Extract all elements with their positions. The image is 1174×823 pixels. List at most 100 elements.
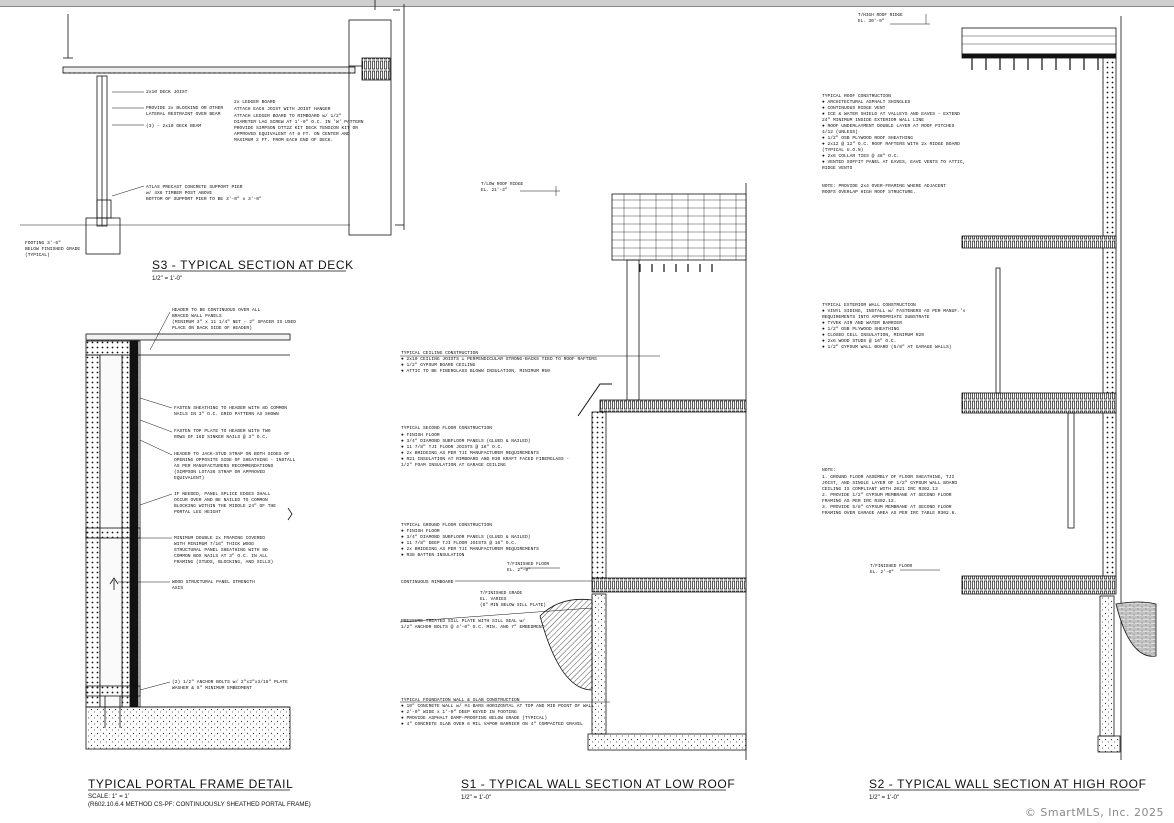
roof-note-10: (TYPICAL U.O.N) xyxy=(822,147,863,153)
note-blocking-2: LATERAL RESTRAINT OVER BEAM xyxy=(146,111,221,117)
note-fasten-top-plate-2: ROWS OF 16D SINKER NAILS @ 3" O.C. xyxy=(174,434,268,440)
roof-note-1: TYPICAL ROOF CONSTRUCTION xyxy=(822,93,891,99)
note-splice-4: PORTAL LEG HEIGHT xyxy=(174,509,221,515)
roof-note-9: ● 2x12 @ 12" O.C. ROOF RAFTERS WITH 2x R… xyxy=(822,141,960,147)
note-deck-beam: (3) - 2x10 DECK BEAM xyxy=(146,123,201,129)
deck-section-drawing xyxy=(20,0,405,255)
ext-wall-note-8: ● 1/2" GYPSUM WALL BOARD (5/8" AT GARAGE… xyxy=(822,344,952,350)
high-floor-label: T/FINISHED FLOOR xyxy=(870,564,913,569)
watermark: © SmartMLS, Inc. 2025 xyxy=(1024,806,1164,819)
note-ledger-1: 2x LEDGER BOARD xyxy=(234,99,276,105)
second-floor-note-4: ● 11 7/8" TJI FLOOR JOISTS @ 16" O.C. xyxy=(401,444,503,450)
low-roof-section-title: S1 - TYPICAL WALL SECTION AT LOW ROOF xyxy=(461,777,735,791)
general-note-3: JOIST, AND SINGLE LAYER OF 1/2" GYPSUM W… xyxy=(822,480,957,486)
foundation-note-2: ● 10" CONCRETE WALL w/ #4 BARS HORIZONTA… xyxy=(401,703,594,709)
viewer-top-bar xyxy=(0,0,1174,7)
general-note-2: 1. GROUND FLOOR ASSEMBLY OF FLOOR SHEATH… xyxy=(822,474,955,480)
ceiling-note-2: ● 2x10 CEILING JOISTS ⊥ PERPENDICULAR ST… xyxy=(401,356,597,362)
note-footing-1: FOOTING 3'-6" xyxy=(25,240,61,246)
note-header-jack-1: HEADER TO JACK-STUD STRAP ON BOTH SIDES … xyxy=(174,451,290,457)
roof-note-8: ● 1/2" OSB PLYWOOD ROOF SHEATHING xyxy=(822,135,913,141)
roof-overframe-note-1: NOTE: PROVIDE 2x4 OVER-FRAMING WHERE ADJ… xyxy=(822,183,946,189)
low-roof-section-drawing xyxy=(539,183,747,760)
deck-annotations: 2x10 DECK JOIST PROVIDE 2x BLOCKING OR O… xyxy=(25,89,364,258)
note-double-framing-1: MINIMUM DOUBLE 2x FRAMING COVERED xyxy=(174,535,265,541)
ext-wall-note-6: ● CLOSED CELL INSULATION, MINIMUM R20 xyxy=(822,332,924,338)
note-pier-1: ATLAS PRECAST CONCRETE SUPPORT PIER xyxy=(146,184,243,190)
note-double-framing-5: FRAMING (STUDS, BLOCKING, AND SILLS) xyxy=(174,559,273,565)
second-floor-note-7: 1/2" FOAM INSULATION AT GARAGE CEILING xyxy=(401,462,506,468)
high-roof-section-drawing xyxy=(961,16,1157,760)
note-splice-3: BLOCKING WITHIN THE MIDDLE 24" OF THE xyxy=(174,503,276,509)
note-header-jack-3: AS PER MANUFACTURERS RECOMMENDATIONS xyxy=(174,463,273,469)
sill-note-2: 1/2" ANCHOR BOLTS @ 4'-0" O.C. MIN. AND … xyxy=(401,624,545,630)
portal-annotations: HEADER TO BE CONTINUOUS OVER ALL BRACED … xyxy=(118,307,296,691)
ceiling-note-4: ● ATTIC TO BE FIBERGLASS BLOWN INSULATIO… xyxy=(401,368,550,374)
high-roof-annotations: T/HIGH ROOF RIDGE EL. 30'-9" TYPICAL ROO… xyxy=(822,13,966,575)
roof-note-7: 4/12 (UNLESS) xyxy=(822,129,858,135)
low-roof-section-scale: 1/2" = 1'-0" xyxy=(461,794,491,801)
note-deck-joist: 2x10 DECK JOIST xyxy=(146,89,188,95)
high-roof-section-scale: 1/2" = 1'-0" xyxy=(869,794,899,801)
ground-floor-note-6: ● R38 BATTEN INSULATION xyxy=(401,552,465,558)
ext-wall-note-5: ● 1/2" OSB PLYWOOD SHEATHING xyxy=(822,326,899,332)
note-header-jack-2: OPENING OPPOSITE SIDE OF SHEATHING - INS… xyxy=(174,457,296,463)
roof-note-4: ● ICE & WATER SHIELD AT VALLEYS AND EAVE… xyxy=(822,111,960,117)
note-fasten-sheathing-1: FASTEN SHEATHING TO HEADER WITH 8D COMMO… xyxy=(174,405,287,411)
note-pier-2: w/ 4X6 TIMBER POST ABOVE xyxy=(146,190,212,196)
foundation-note-3: ● 2'-0" WIDE x 1'-0" DEEP KEYED IN FOOTI… xyxy=(401,709,517,715)
ground-floor-note-3: ● 3/4" DIAMOND SUBFLOOR PANELS (GLUED & … xyxy=(401,534,531,540)
second-floor-note-2: ● FINISH FLOOR xyxy=(401,432,440,438)
grade-label: T/FINISHED GRADE xyxy=(480,591,523,596)
portal-scale: SCALE: 1" = 1' xyxy=(88,793,129,800)
high-roof-ridge-label: T/HIGH ROOF RIDGE xyxy=(858,13,903,18)
low-floor-elev: EL. 2'-0" xyxy=(507,568,531,573)
note-ledger-7: MAXIMUM 2 FT. FROM EACH END OF DECK. xyxy=(234,137,333,143)
ext-wall-note-7: ● 2x6 WOOD STUDS @ 16" O.C. xyxy=(822,338,896,344)
roof-overframe-note-2: ROOFS OVERLAP HIGH ROOF STRUCTURE. xyxy=(822,189,916,195)
ground-floor-note-5: ● 2x BRIDGING AS PER TJI MANUFACTURER RE… xyxy=(401,546,539,552)
roof-note-12: ● VENTED SOFFIT PANEL AT EAVES, EAVE VEN… xyxy=(822,159,965,165)
second-floor-note-3: ● 3/4" DIAMOND SUBFLOOR PANELS (GLUED & … xyxy=(401,438,531,444)
note-axis-1: WOOD STRUCTURAL PANEL STRENGTH xyxy=(172,579,255,585)
roof-note-6: ● ROOF UNDERLAYMENT DOUBLE LAYER AT ROOF… xyxy=(822,123,955,129)
deck-section-scale: 1/2" = 1'-0" xyxy=(152,275,182,282)
ext-wall-note-1: TYPICAL EXTERIOR WALL CONSTRUCTION xyxy=(822,302,916,308)
note-header-4: PLACE ON BACK SIDE OF HEADER) xyxy=(172,325,252,331)
low-roof-ridge-label: T/LOW ROOF RIDGE xyxy=(481,182,524,187)
note-double-framing-3: STRUCTURAL PANEL SHEATHING WITH 8D xyxy=(174,547,268,553)
general-note-5: 2. PROVIDE 1/2" GYPSUM MEMBRANE AT SECON… xyxy=(822,492,952,498)
deck-section-title: S3 - TYPICAL SECTION AT DECK xyxy=(152,258,354,272)
note-ledger-4: DIAMETER LAG SCREW AT 1'-0" O.C. IN 'W' … xyxy=(234,119,364,125)
ground-floor-note-1: TYPICAL GROUND FLOOR CONSTRUCTION xyxy=(401,522,492,528)
note-ledger-2: ATTACH EACH JOIST WITH JOIST HANGER xyxy=(234,106,331,112)
note-fasten-sheathing-2: NAILS IN 3" O.C. GRID PATTERN AS SHOWN xyxy=(174,411,279,417)
general-note-4: CEILING IS COMPLIANT WITH 2021 IRC R302.… xyxy=(822,486,938,492)
rimboard-note: CONTINUOUS RIMBOARD xyxy=(401,579,454,585)
ext-wall-note-2: ● VINYL SIDING, INSTALL w/ FASTENERS AS … xyxy=(822,308,966,314)
low-roof-ridge-elev: EL. 21'-3" xyxy=(481,188,508,193)
portal-frame-drawing xyxy=(85,333,293,750)
general-note-6: FRAMING AS PER IRC R302.13. xyxy=(822,498,896,504)
ground-floor-note-4: ● 11 7/8" DEEP TJI FLOOR JOISTS @ 16" O.… xyxy=(401,540,517,546)
note-header-jack-4: (SIMPSON LSTA36 STRAP OR APPROVED xyxy=(174,469,265,475)
ceiling-note-3: ● 1/2" GYPSUM BOARD CEILING xyxy=(401,362,476,368)
note-double-framing-4: COMMON BOX NAILS AT 3" O.C. IN ALL xyxy=(174,553,268,559)
note-pier-3: BOTTOM OF SUPPORT PIER TO BE 3'-0" x 3'-… xyxy=(146,196,262,202)
portal-title: TYPICAL PORTAL FRAME DETAIL xyxy=(88,777,293,791)
note-anchor-1: (2) 1/2" ANCHOR BOLTS w/ 2"x2"x3/16" PLA… xyxy=(172,679,288,685)
foundation-note-1: TYPICAL FOUNDATION WALL & SLAB CONSTRUCT… xyxy=(401,697,520,703)
note-splice-1: IF NEEDED, PANEL SPLICE EDGES SHALL xyxy=(174,491,271,497)
grade-elev: EL. VARIES xyxy=(480,597,507,602)
roof-note-5: 24" MINIMUM INSIDE EXTERIOR WALL LINE xyxy=(822,117,924,123)
second-floor-note-6: ● R21 INSULATION AT RIMBOARD AND R30 KRA… xyxy=(401,456,569,462)
note-ledger-6: APPROVED EQUIVALENT AT 8 FT. ON CENTER A… xyxy=(234,131,350,137)
general-note-7: 3. PROVIDE 5/8" GYPSUM MEMBRANE AT SECON… xyxy=(822,504,952,510)
roof-note-3: ● CONTINUOUS RIDGE VENT xyxy=(822,105,886,111)
high-roof-section-title: S2 - TYPICAL WALL SECTION AT HIGH ROOF xyxy=(869,777,1147,791)
note-axis-2: AXIS xyxy=(172,585,183,591)
ceiling-note-1: TYPICAL CEILING CONSTRUCTION xyxy=(401,350,478,356)
low-floor-label: T/FINISHED FLOOR xyxy=(507,562,550,567)
roof-note-11: ● 2x6 COLLAR TIES @ 48" O.C. xyxy=(822,153,899,159)
